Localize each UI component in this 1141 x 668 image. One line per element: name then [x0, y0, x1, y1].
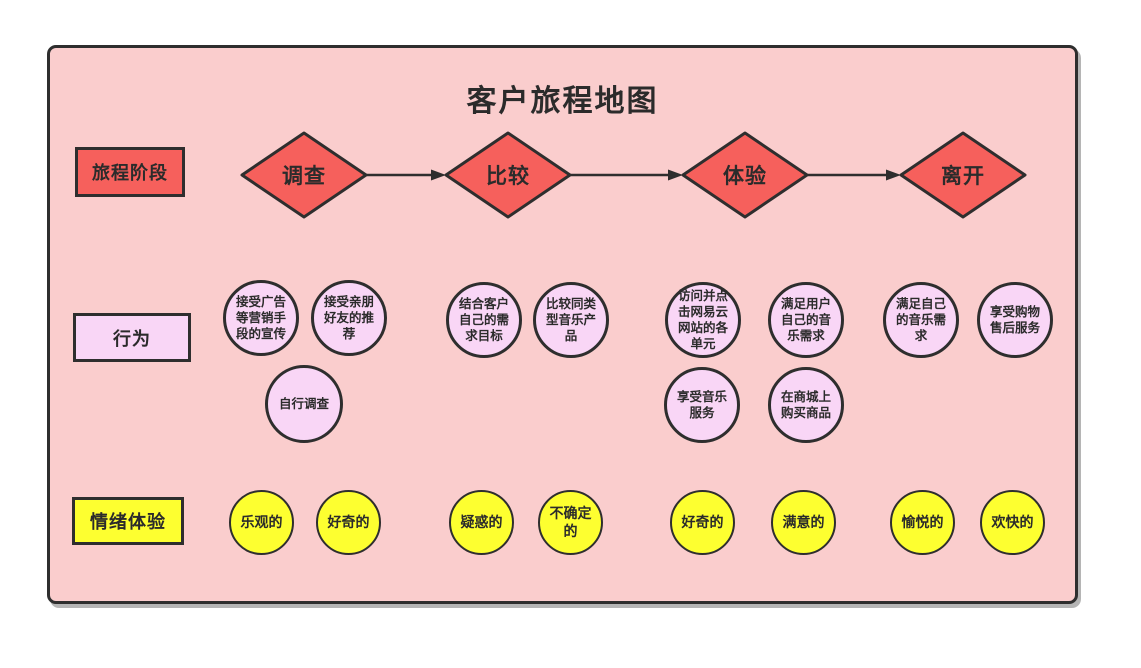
stage-node-2-label: 比较 [486, 165, 530, 188]
emotion-node-1-label: 乐观的 [240, 513, 283, 530]
emotion-node-6-label: 满意的 [782, 513, 825, 530]
behavior-node-8-label: 享受音乐服务 [676, 389, 727, 420]
behavior-node-9-label: 在商城上购买商品 [780, 389, 831, 420]
stage-node-3: 体验 [680, 130, 810, 220]
behavior-node-1: 接受广告等营销手段的宣传 [223, 280, 299, 356]
behavior-node-11-label: 享受购物售后服务 [989, 304, 1040, 335]
behavior-node-6-label: 访问并点击网易云网站的各单元 [677, 288, 728, 352]
stage-node-4: 离开 [898, 130, 1028, 220]
emotion-node-3: 疑惑的 [449, 490, 514, 555]
behavior-node-7: 满足用户自己的音乐需求 [768, 282, 844, 358]
stage-node-4-label: 离开 [941, 165, 985, 188]
row-label-behaviors: 行为 [73, 313, 191, 362]
behavior-node-3: 自行调查 [265, 365, 343, 443]
emotion-node-4-label: 不确定的 [549, 505, 592, 539]
diamond-shape [681, 131, 809, 219]
diagram-title: 客户旅程地图 [466, 85, 659, 118]
row-label-stages: 旅程阶段 [75, 147, 185, 197]
emotion-node-5-label: 好奇的 [681, 513, 724, 530]
stage-node-1-label: 调查 [282, 165, 326, 188]
emotion-node-1: 乐观的 [229, 490, 294, 555]
flow-arrow-1 [366, 169, 446, 181]
behavior-node-5: 比较同类型音乐产品 [533, 282, 609, 358]
behavior-node-3-label: 自行调查 [278, 396, 329, 411]
row-label-emotions: 情绪体验 [72, 497, 184, 545]
behavior-node-10: 满足自己的音乐需求 [883, 282, 959, 358]
row-label-behaviors-text: 行为 [113, 328, 151, 349]
row-label-stages-text: 旅程阶段 [92, 163, 168, 183]
emotion-node-8: 欢快的 [980, 490, 1045, 555]
behavior-node-7-label: 满足用户自己的音乐需求 [780, 296, 831, 344]
emotion-node-3-label: 疑惑的 [460, 513, 503, 530]
stage-node-3-label: 体验 [723, 165, 767, 188]
flow-arrow-3 [807, 169, 901, 181]
row-label-emotions-text: 情绪体验 [90, 512, 166, 532]
stage-node-2: 比较 [443, 130, 573, 220]
behavior-node-1-label: 接受广告等营销手段的宣传 [235, 294, 286, 342]
behavior-node-2: 接受亲朋好友的推荐 [311, 280, 387, 356]
emotion-node-4: 不确定的 [538, 490, 603, 555]
behavior-node-8: 享受音乐服务 [664, 367, 740, 443]
behavior-node-4: 结合客户自己的需求目标 [446, 282, 522, 358]
diamond-shape [240, 131, 368, 219]
emotion-node-5: 好奇的 [670, 490, 735, 555]
behavior-node-9: 在商城上购买商品 [768, 367, 844, 443]
emotion-node-7: 愉悦的 [890, 490, 955, 555]
behavior-node-6: 访问并点击网易云网站的各单元 [665, 282, 741, 358]
emotion-node-2: 好奇的 [316, 490, 381, 555]
behavior-node-2-label: 接受亲朋好友的推荐 [323, 294, 374, 342]
flow-arrow-2 [570, 169, 683, 181]
emotion-node-7-label: 愉悦的 [901, 513, 944, 530]
behavior-node-10-label: 满足自己的音乐需求 [895, 296, 946, 344]
emotion-node-2-label: 好奇的 [327, 513, 370, 530]
stage-node-1: 调查 [239, 130, 369, 220]
behavior-node-5-label: 比较同类型音乐产品 [545, 296, 596, 344]
behavior-node-4-label: 结合客户自己的需求目标 [458, 296, 509, 344]
diamond-shape [899, 131, 1027, 219]
emotion-node-8-label: 欢快的 [991, 513, 1034, 530]
emotion-node-6: 满意的 [771, 490, 836, 555]
behavior-node-11: 享受购物售后服务 [977, 282, 1053, 358]
diamond-shape [444, 131, 572, 219]
